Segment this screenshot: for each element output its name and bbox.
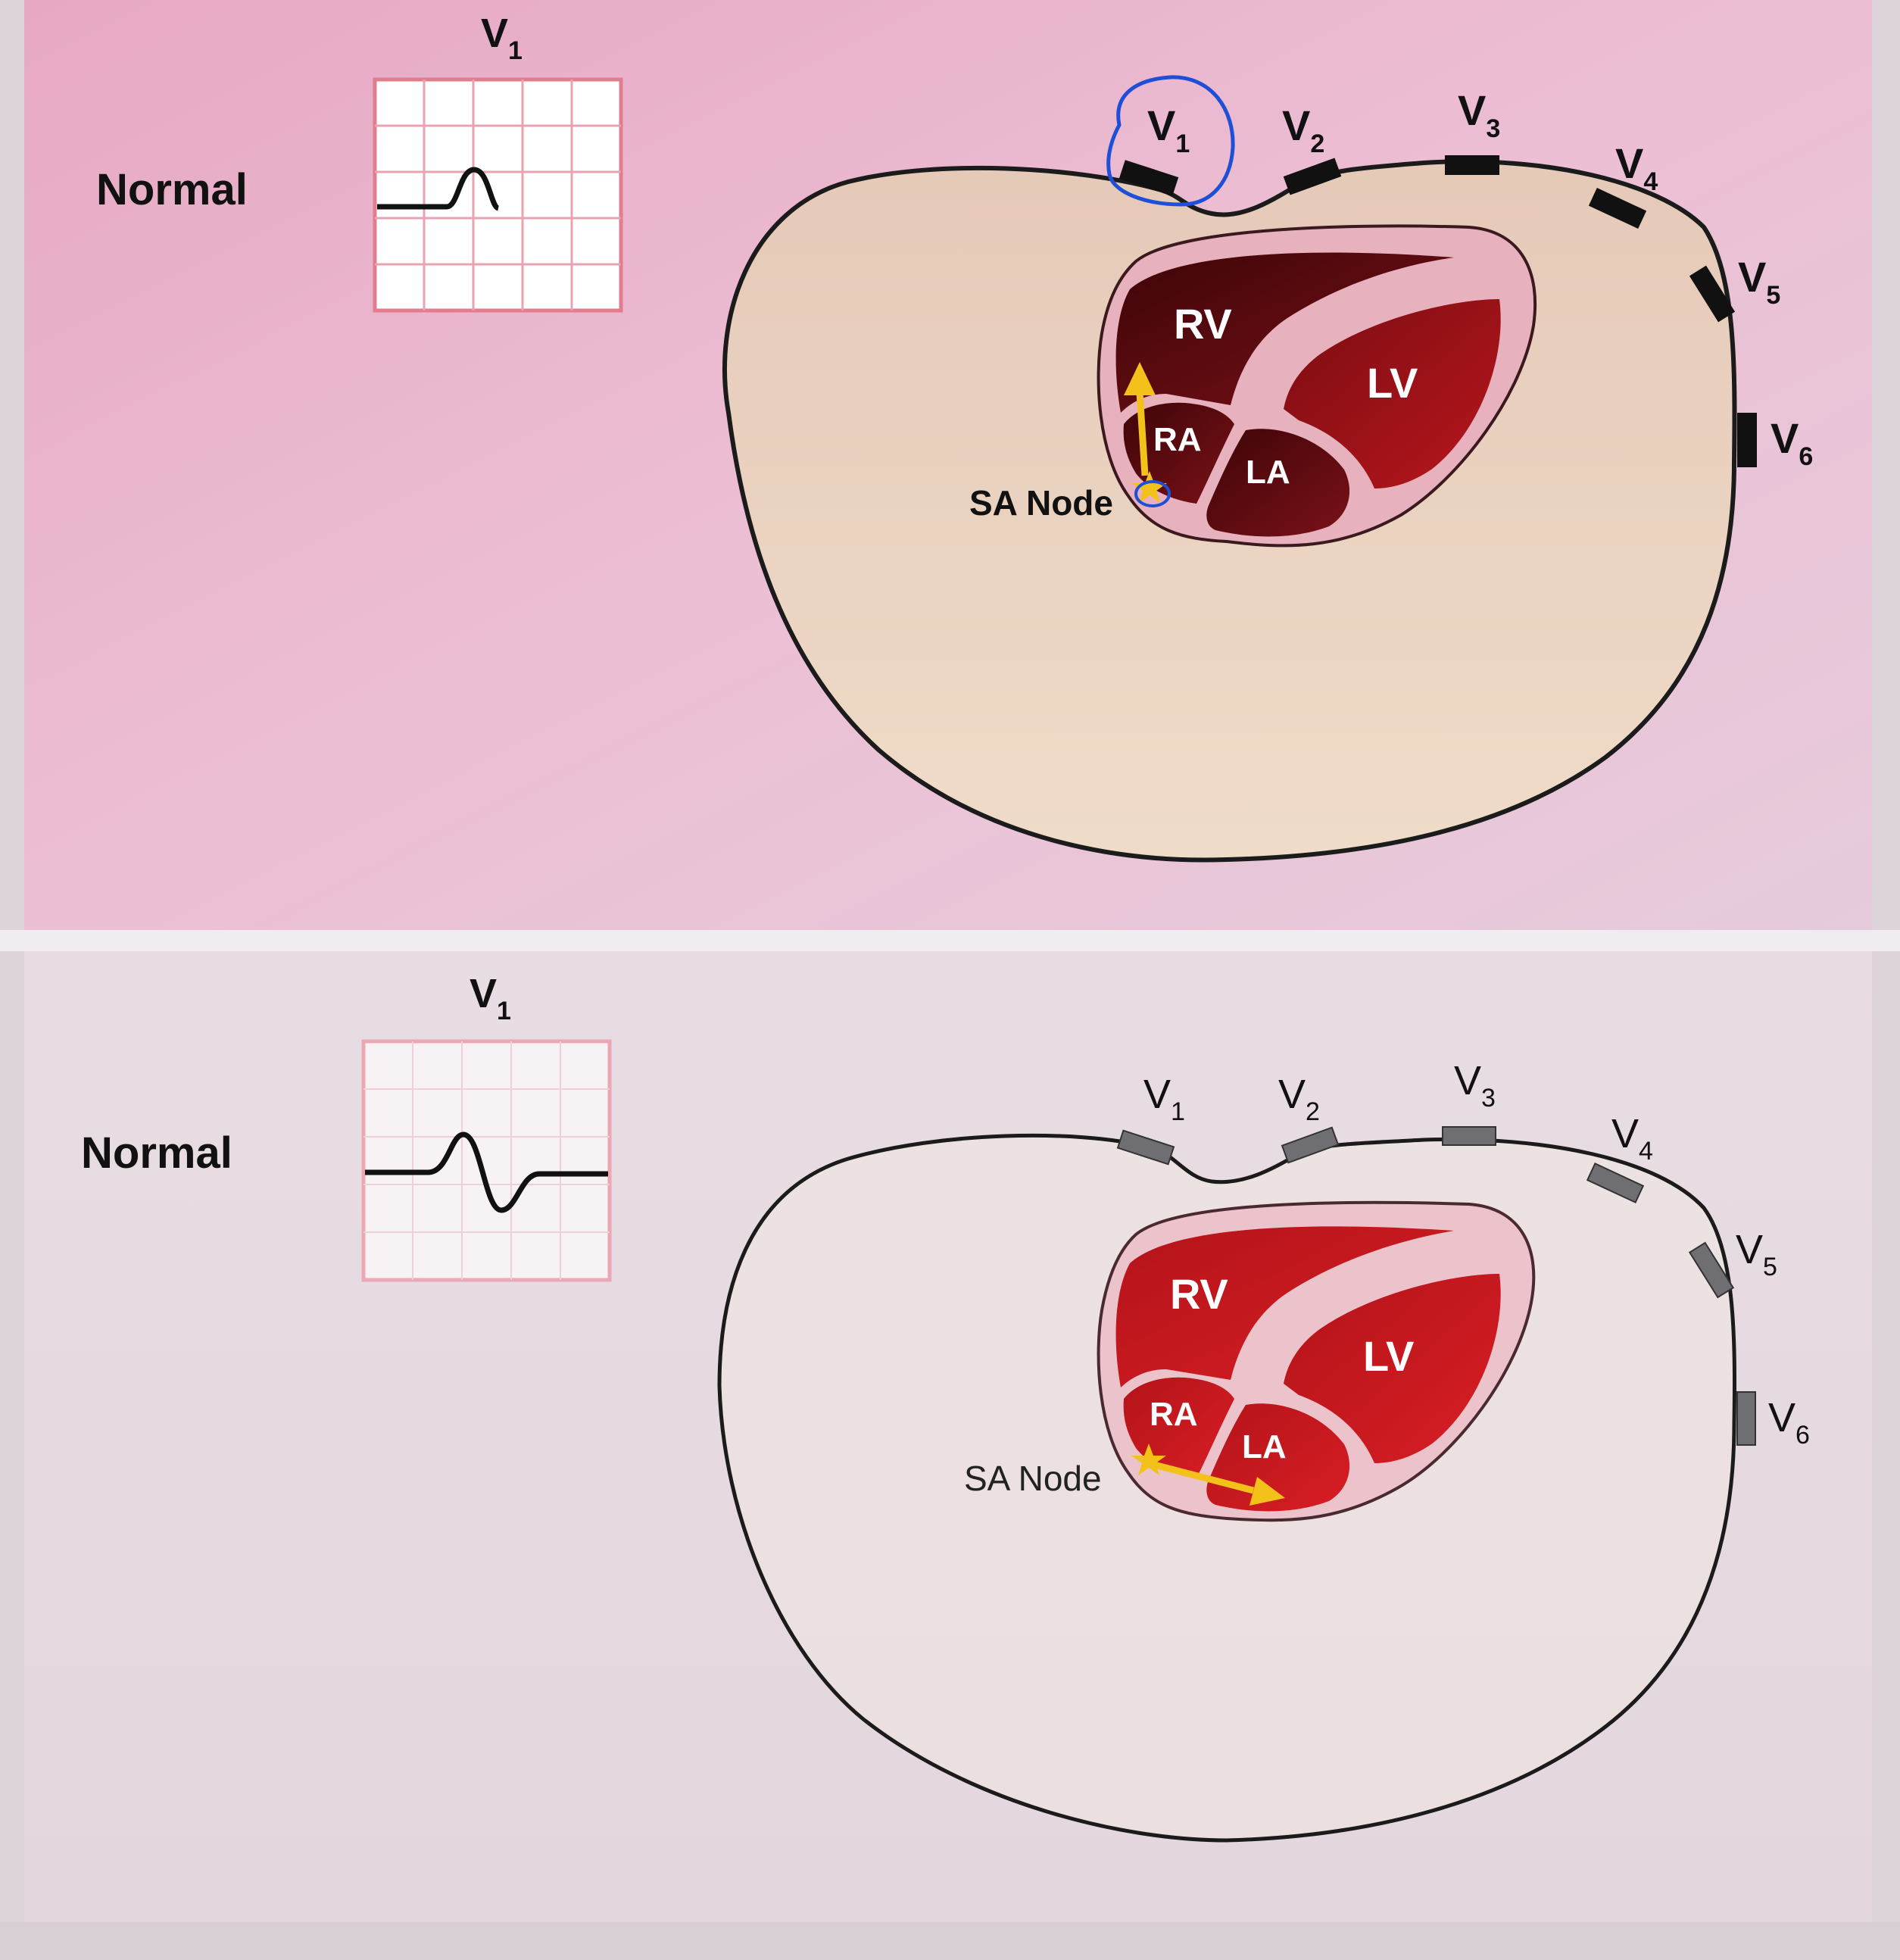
top-rv-label: RV: [1174, 300, 1232, 348]
top-electrode-v1: [1118, 160, 1179, 196]
top-electrode-v5: [1689, 265, 1736, 323]
bottom-ecg-lead-sub: 1: [497, 997, 511, 1025]
bottom-electrode-v4: [1586, 1163, 1645, 1203]
bottom-electrode-label-v6: V6: [1768, 1395, 1810, 1450]
top-electrode-v6: [1737, 413, 1757, 467]
top-lv-chamber: [1284, 299, 1501, 488]
bottom-electrode-labels: V1 V2 V3 V4 V5 V6: [1143, 1058, 1810, 1450]
top-ra-label: RA: [1153, 421, 1202, 458]
bottom-activation-arrow: [1150, 1460, 1285, 1506]
top-ecg-lead-sub: 1: [508, 36, 523, 65]
bottom-electrode-v6: [1736, 1391, 1756, 1446]
top-electrode-v4: [1588, 188, 1647, 229]
bottom-electrode-label-v3: V3: [1454, 1058, 1496, 1113]
top-electrode-v2: [1283, 158, 1342, 195]
top-electrode-label-v5: V5: [1738, 253, 1780, 310]
top-la-label: LA: [1246, 454, 1290, 491]
top-rv-chamber: [1115, 252, 1454, 413]
bottom-lv-chamber: [1284, 1274, 1501, 1463]
bottom-edge-strip: [0, 1922, 1900, 1960]
bottom-ecg-waveform: [365, 1131, 608, 1213]
top-panel: V1 Normal RV LV RA LA: [24, 0, 1872, 930]
svg-text:V1: V1: [481, 11, 523, 65]
bottom-ecg-lead-title: V1: [470, 971, 511, 1025]
top-la-chamber: [1206, 429, 1350, 537]
bottom-electrode-label-v1: V1: [1143, 1072, 1185, 1126]
top-v1-circle-annotation: [1106, 75, 1235, 207]
top-electrode-label-v2: V2: [1282, 101, 1324, 158]
top-ecg-lead-base: V: [481, 11, 508, 56]
bottom-electrode-label-v2: V2: [1278, 1072, 1320, 1126]
top-electrode-label-v4: V4: [1615, 139, 1658, 196]
top-sa-node-star-icon: [1132, 471, 1167, 503]
bottom-electrodes: [1116, 1126, 1756, 1446]
top-activation-arrow: [1124, 362, 1156, 476]
svg-text:V1: V1: [470, 971, 511, 1025]
top-panel-label: Normal: [96, 165, 248, 214]
bottom-electrode-v5: [1688, 1241, 1735, 1299]
bottom-rv-label: RV: [1170, 1270, 1228, 1318]
top-ecg-waveform: [377, 167, 501, 211]
bottom-ecg-grid: [361, 1039, 612, 1282]
bottom-ecg-lead-base: V: [470, 971, 497, 1016]
bottom-electrode-v3: [1442, 1126, 1496, 1146]
bottom-electrode-label-v5: V5: [1736, 1227, 1777, 1281]
bottom-sa-node-label: SA Node: [964, 1459, 1102, 1498]
bottom-lv-label: LV: [1363, 1332, 1414, 1380]
top-electrode-labels: V1 V2 V3 V4 V5 V6: [1147, 86, 1813, 471]
top-heart: RV LV RA LA: [1097, 224, 1537, 548]
top-sa-node-label: SA Node: [969, 483, 1113, 523]
bottom-panel: V1 Normal RV LV RA LA: [24, 951, 1872, 1922]
top-sa-node-scribble: [1134, 480, 1171, 507]
panel-separator: [0, 930, 1900, 951]
bottom-la-label: LA: [1242, 1428, 1287, 1465]
bottom-ra-label: RA: [1150, 1396, 1198, 1433]
top-ecg-lead-title: V1: [481, 11, 523, 65]
top-electrodes: [1118, 155, 1757, 467]
top-electrode-v3: [1445, 155, 1499, 175]
bottom-electrode-v1: [1116, 1129, 1175, 1166]
top-electrode-label-v3: V3: [1458, 86, 1500, 143]
top-electrode-label-v6: V6: [1771, 414, 1813, 471]
bottom-rv-chamber: [1115, 1226, 1454, 1387]
top-electrode-label-v1: V1: [1147, 101, 1190, 158]
bottom-sa-node-star-icon: [1131, 1443, 1166, 1475]
top-ecg-grid: [373, 77, 623, 313]
bottom-panel-label: Normal: [81, 1128, 232, 1178]
bottom-heart: RV LV RA LA: [1097, 1200, 1536, 1522]
bottom-electrode-label-v4: V4: [1611, 1111, 1653, 1166]
top-lv-label: LV: [1367, 359, 1418, 407]
bottom-electrode-v2: [1281, 1126, 1340, 1164]
